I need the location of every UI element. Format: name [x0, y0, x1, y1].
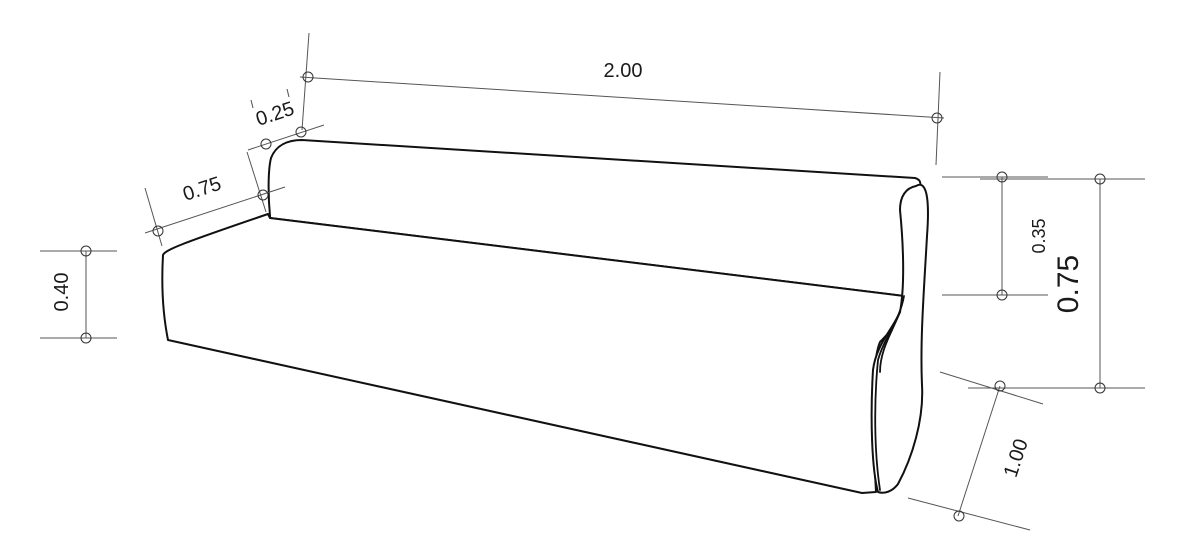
back-thickness-label: 0.25 [253, 98, 297, 131]
extension-line [144, 187, 163, 247]
dimension-depth: 1.00 [907, 371, 1044, 531]
dimension-node [1094, 173, 1106, 185]
back-cushion-height-label: 0.35 [1029, 218, 1049, 253]
dimension-line [957, 385, 1001, 517]
dimension-seat-height: 0.40 [40, 245, 117, 344]
dimension-line [144, 186, 286, 234]
depth-label: 1.00 [1000, 436, 1033, 480]
arm-width-label: 0.75 [180, 173, 224, 206]
total-height-label: 0.75 [1052, 255, 1085, 313]
dimension-length: 2.00 [299, 32, 945, 166]
sofa-outline [161, 139, 929, 494]
sofa-end-cushion [870, 183, 929, 494]
dimension-node [80, 332, 92, 344]
extension-line [246, 151, 267, 213]
extension-tick [286, 88, 290, 98]
seat-height-label: 0.40 [51, 273, 73, 312]
dimension-node [295, 126, 307, 138]
dimension-line [247, 124, 325, 151]
sofa-end-inner-fold-2 [879, 311, 901, 373]
dimension-total-height: 0.75 [968, 173, 1145, 394]
dimension-node [996, 171, 1008, 183]
dimension-line [299, 76, 945, 119]
extension-line [907, 497, 1031, 531]
extension-tick [250, 99, 254, 109]
dimension-node [953, 510, 965, 522]
dimension-node [1094, 382, 1106, 394]
dimension-node [260, 138, 272, 150]
dimension-node [302, 71, 314, 83]
dimension-node [931, 112, 943, 124]
dimension-node [994, 380, 1006, 392]
length-label: 2.00 [604, 60, 643, 82]
extension-line [939, 371, 1044, 405]
dimension-node [152, 225, 164, 237]
extension-line [935, 71, 941, 166]
dimension-node [996, 289, 1008, 301]
dimension-node [257, 189, 269, 201]
dimension-back-cushion-height: 0.35 [942, 171, 1049, 301]
dimension-node [80, 245, 92, 257]
